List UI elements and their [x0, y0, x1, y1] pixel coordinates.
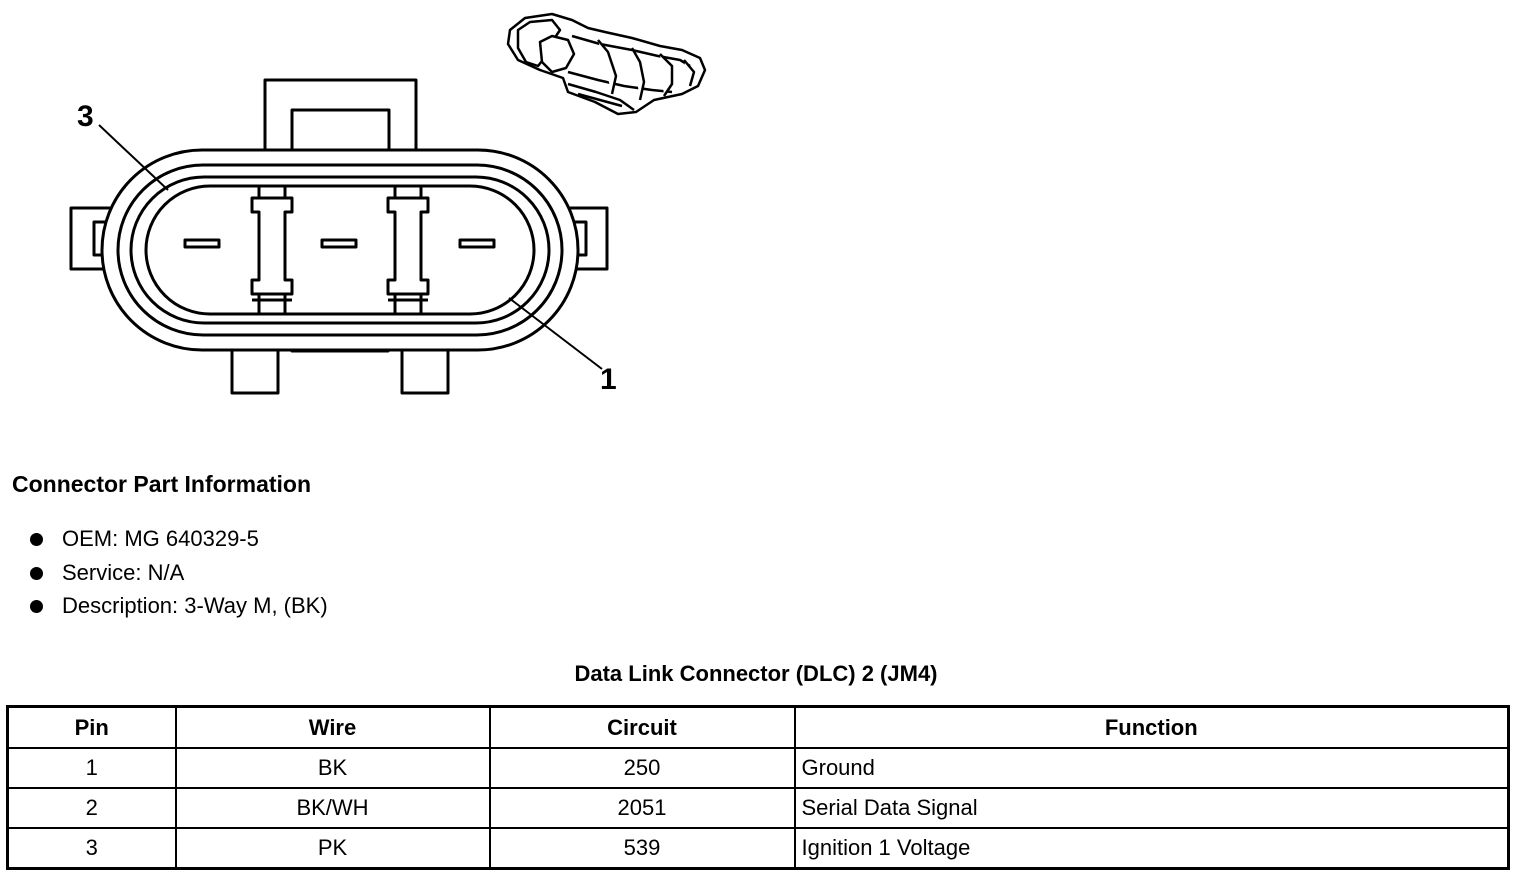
pin-dividers: [250, 186, 430, 314]
bullet-icon: [30, 566, 43, 580]
cell-circuit: 250: [488, 747, 796, 789]
table-row: 3 PK 539 Ignition 1 Voltage: [6, 827, 1510, 870]
cell-wire: BK: [174, 747, 491, 789]
cell-wire: BK/WH: [174, 787, 491, 829]
connector-diagram: [69, 12, 707, 395]
part-info-text: Service: N/A: [62, 559, 185, 585]
cell-function: Ground: [793, 747, 1510, 789]
pin-terminal-1: [458, 238, 496, 249]
leader-lines: [98, 124, 603, 370]
table-row: 2 BK/WH 2051 Serial Data Signal: [6, 787, 1510, 829]
cell-wire: PK: [174, 827, 491, 870]
pin-terminal-2: [320, 238, 358, 249]
cell-pin: 1: [6, 747, 177, 789]
bullet-icon: [30, 533, 43, 546]
part-info-text: OEM: MG 640329-5: [62, 526, 259, 551]
cell-pin: 3: [6, 827, 177, 870]
pinout-table: Pin Wire Circuit Function 1 BK 250 Groun…: [6, 705, 1510, 870]
top-latch: [263, 78, 418, 160]
section-title: Connector Part Information: [12, 471, 312, 497]
cell-function: Ignition 1 Voltage: [793, 827, 1510, 870]
callout-label-pin-3: 3: [77, 100, 94, 133]
cell-function: Serial Data Signal: [793, 787, 1510, 829]
cell-circuit: 539: [488, 827, 796, 870]
header-function: Function: [793, 705, 1510, 749]
pin-terminals: [183, 238, 496, 249]
part-info-list: OEM: MG 640329-5 Service: N/A Descriptio…: [28, 524, 328, 625]
part-info-text: Description: 3-Way M, (BK): [62, 593, 328, 618]
connector-housing: [100, 148, 580, 352]
callout-label-pin-1: 1: [600, 363, 617, 396]
header-circuit: Circuit: [488, 705, 796, 749]
table-header-row: Pin Wire Circuit Function: [6, 705, 1510, 749]
cell-circuit: 2051: [488, 787, 796, 829]
pin-terminal-3: [183, 238, 221, 249]
part-info-item-description: Description: 3-Way M, (BK): [28, 591, 328, 625]
part-info-item-service: Service: N/A: [28, 558, 328, 592]
cell-pin: 2: [6, 787, 177, 829]
header-wire: Wire: [174, 705, 491, 749]
part-info-item-oem: OEM: MG 640329-5: [28, 524, 328, 558]
table-row: 1 BK 250 Ground: [6, 747, 1510, 789]
table-title: Data Link Connector (DLC) 2 (JM4): [574, 661, 938, 686]
bullet-icon: [30, 600, 43, 613]
header-pin: Pin: [6, 705, 177, 749]
connector-3d-icon: [506, 12, 707, 116]
